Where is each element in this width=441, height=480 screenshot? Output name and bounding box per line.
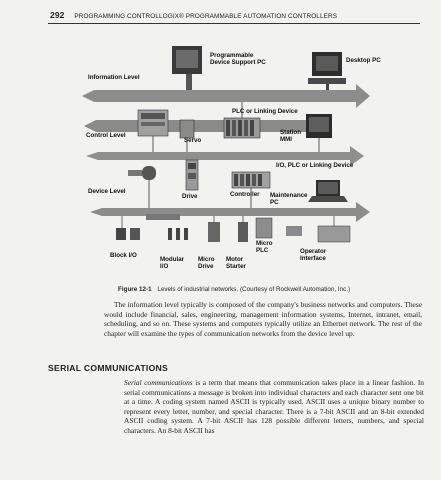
term-serial-communications: Serial communications (124, 378, 193, 387)
io-plc-linking-icon (185, 159, 199, 191)
running-title: PROGRAMMING CONTROLLOGIX® PROGRAMMABLE A… (74, 13, 338, 20)
label-micro-plc: Micro PLC (256, 240, 273, 254)
label-controller: Controller (230, 191, 260, 198)
label-modular-io: Modular I/O (160, 256, 185, 270)
section-heading-serial-communications: SERIAL COMMUNICATIONS (48, 363, 169, 373)
maintenance-pc-icon (308, 180, 348, 202)
paragraph-serial-communications-rest: is a term that means that communication … (124, 378, 424, 435)
label-station-mmi: Station MMI (280, 129, 301, 143)
figure-caption: Figure 12-1 Levels of industrial network… (118, 286, 350, 293)
label-io-plc-linking: I/O, PLC or Linking Device (276, 162, 354, 169)
label-block-io: Block I/O (110, 252, 137, 259)
page-number: 292 (50, 10, 65, 20)
label-programmable-device: Programmable Device Support PC (210, 52, 266, 66)
device-row-icons (116, 214, 351, 243)
label-control-level: Control Level (86, 132, 126, 139)
label-micro-drive: Micro Drive (198, 256, 215, 270)
paragraph-information-level: The information level typically is compo… (104, 300, 422, 338)
desktop-pc-icon (308, 52, 346, 90)
control-level-bus-lower (86, 146, 364, 166)
control-plc-icon (137, 109, 169, 152)
label-motor-starter: Motor Starter (226, 256, 246, 270)
figure-caption-text: Levels of industrial networks. (Courtesy… (157, 286, 351, 293)
device-level-bus (90, 202, 370, 222)
label-programmable-device-text: Programmable Device Support PC (210, 52, 266, 66)
label-desktop-pc: Desktop PC (346, 57, 381, 64)
paragraph-serial-communications: Serial communications is a term that mea… (124, 378, 424, 436)
label-servo: Servo (184, 137, 202, 144)
network-diagram (82, 46, 370, 243)
label-plc-linking-device: PLC or Linking Device (232, 108, 298, 115)
controller-icon (231, 171, 271, 208)
label-operator-interface: Operator Interface (300, 248, 327, 262)
page-header: 292 PROGRAMMING CONTROLLOGIX® PROGRAMMAB… (50, 10, 430, 24)
information-level-bus (82, 84, 370, 108)
label-maintenance-pc: Maintenance PC (270, 192, 308, 206)
plc-linking-device-icon (223, 102, 261, 139)
servo-icon (179, 119, 195, 152)
network-levels-figure: Programmable Device Support PC Desktop P… (80, 36, 410, 286)
header-rule (48, 23, 420, 24)
label-drive: Drive (182, 193, 198, 200)
label-information-level: Information Level (88, 74, 140, 81)
station-mmi-icon (306, 114, 332, 152)
label-device-level: Device Level (88, 188, 126, 195)
programmable-device-pc-icon (172, 46, 202, 90)
drive-icon (128, 166, 156, 208)
figure-caption-label: Figure 12-1 (118, 286, 152, 293)
